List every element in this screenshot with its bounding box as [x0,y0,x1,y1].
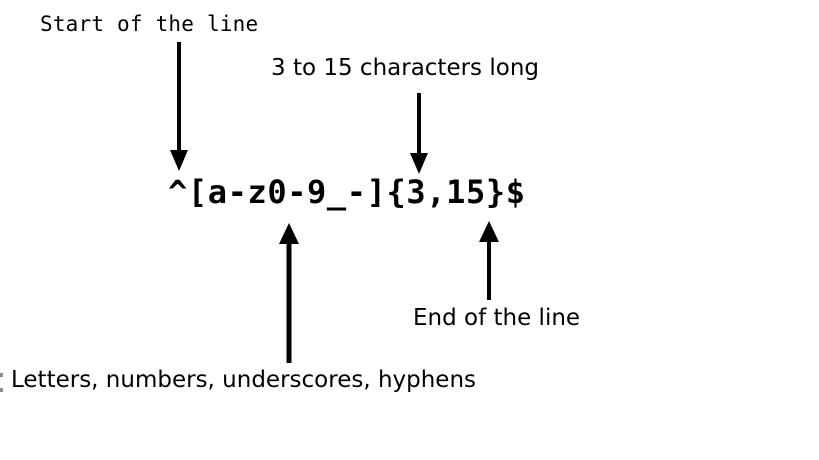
clip-mark-lower [0,388,3,392]
annotation-label-quantifier: 3 to 15 characters long [271,55,539,81]
annotation-label-start-of-line: Start of the line [40,12,259,36]
clip-mark-upper [0,373,3,377]
arrow-head [479,221,499,242]
arrow-head [410,153,428,174]
clipped-glyph-artifact [0,372,3,394]
annotation-label-character-class: Letters, numbers, underscores, hyphens [11,367,477,393]
arrow-head [279,223,299,244]
arrow-head [170,150,188,171]
regex-expression-text: ^[a-z0-9_-]{3,15}$ [168,173,526,211]
annotation-label-end-of-line: End of the line [413,305,581,331]
